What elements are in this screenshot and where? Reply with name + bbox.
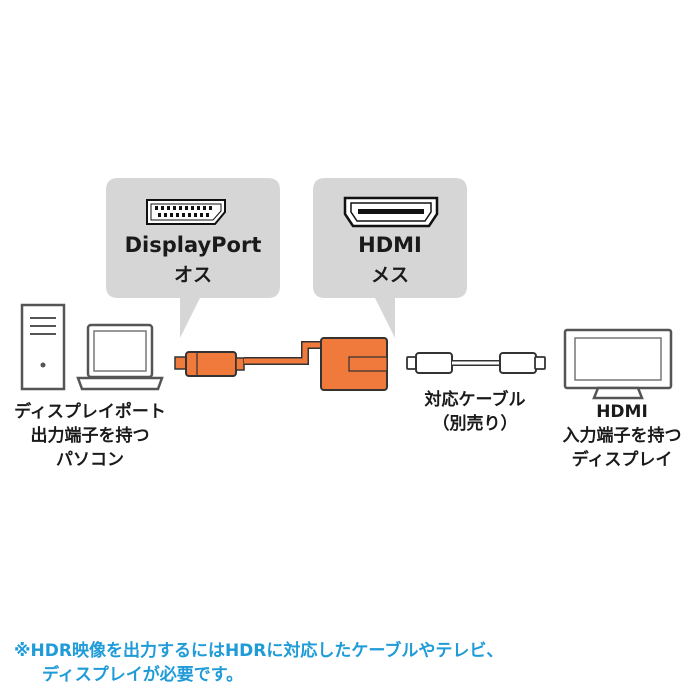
hdmi-bubble-labels: HDMI メス <box>313 228 467 298</box>
tv-label: HDMI 入力端子を持つ ディスプレイ <box>548 400 696 472</box>
television-icon <box>563 328 673 400</box>
tv-label-line-3: ディスプレイ <box>571 450 673 470</box>
cable-label: 対応ケーブル （別売り） <box>400 388 550 436</box>
hdmi-bubble-title: HDMI <box>358 233 422 257</box>
pc-label-line-2: 出力端子を持つ <box>30 426 150 446</box>
desktop-tower-icon <box>20 303 66 391</box>
cable-label-line-2: （別売り） <box>432 414 518 434</box>
pc-label-line-3: パソコン <box>56 450 124 470</box>
displayport-connector-icon <box>146 199 226 225</box>
hdmi-bubble-subtitle: メス <box>370 264 409 286</box>
laptop-icon <box>76 323 164 391</box>
pc-label: ディスプレイポート 出力端子を持つ パソコン <box>0 400 180 472</box>
tv-label-line-2: 入力端子を持つ <box>562 426 682 446</box>
cable-label-line-1: 対応ケーブル <box>424 390 526 410</box>
displayport-bubble-labels: DisplayPort オス <box>106 228 280 298</box>
displayport-bubble-title: DisplayPort <box>124 233 262 257</box>
hdmi-connector-icon <box>343 196 439 228</box>
hdmi-cable-icon <box>406 352 546 374</box>
tv-label-line-1: HDMI <box>596 402 648 422</box>
hdr-note-line-2: ディスプレイが必要です。 <box>42 665 244 685</box>
displayport-bubble-subtitle: オス <box>173 264 212 286</box>
pc-label-line-1: ディスプレイポート <box>14 402 166 422</box>
hdr-note-line-1: ※HDR映像を出力するにはHDRに対応したケーブルやテレビ、 <box>14 641 504 661</box>
dp-to-hdmi-adapter-icon <box>174 337 388 391</box>
